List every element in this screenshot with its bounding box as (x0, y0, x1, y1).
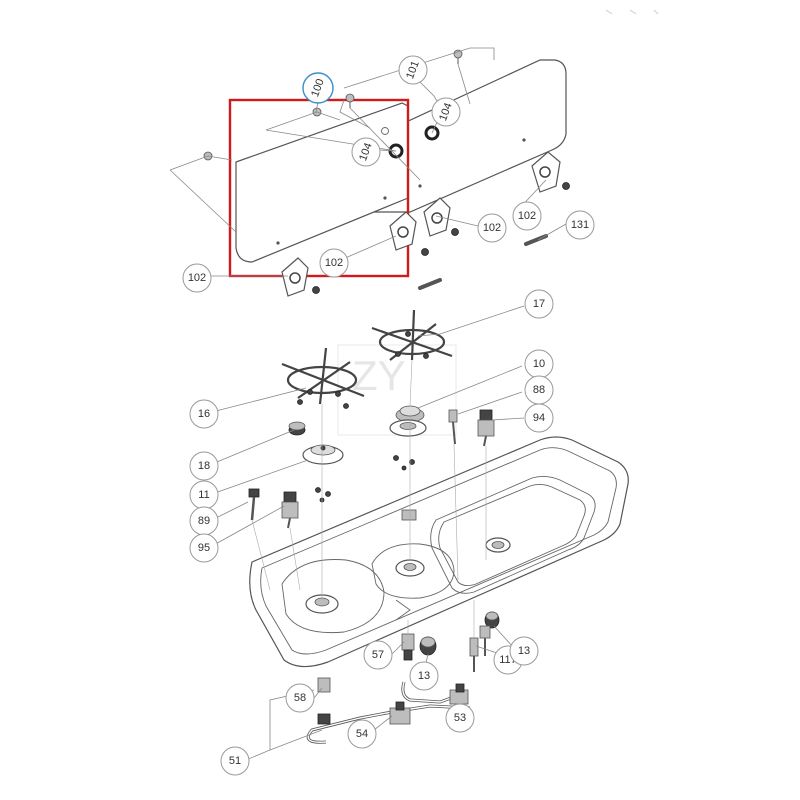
callout-102-mid[interactable]: 102 (319, 248, 349, 278)
grommet (424, 125, 440, 141)
callout-89[interactable]: 89 (189, 506, 219, 536)
callout-100-selected[interactable]: 100 (302, 72, 334, 104)
assembly-lines (169, 47, 495, 233)
svg-text:104: 104 (437, 101, 455, 122)
burner-screws (315, 455, 415, 503)
hinge (389, 211, 429, 256)
svg-text:13: 13 (418, 670, 430, 682)
pan-support-rear (371, 309, 453, 361)
igniter-electrode (281, 491, 299, 529)
callout-102-center[interactable]: 102 (477, 213, 507, 243)
callout-11[interactable]: 11 (189, 480, 219, 510)
callout-18[interactable]: 18 (189, 451, 219, 481)
callout-104-left[interactable]: 104 (351, 137, 381, 167)
corner-marks (605, 9, 659, 15)
svg-text:57: 57 (372, 649, 384, 661)
valve-stem (469, 637, 479, 672)
svg-text:58: 58 (294, 692, 306, 704)
callout-10[interactable]: 10 (524, 349, 554, 379)
callout-58[interactable]: 58 (285, 683, 315, 713)
callout-13-right[interactable]: 13 (509, 636, 539, 666)
callout-88[interactable]: 88 (524, 375, 554, 405)
callout-17[interactable]: 17 (524, 289, 554, 319)
callout-57[interactable]: 57 (363, 640, 393, 670)
svg-text:17: 17 (533, 298, 545, 310)
valve-body (389, 701, 411, 725)
control-knob (419, 636, 437, 656)
lid-hole (383, 196, 387, 200)
svg-text:10: 10 (533, 358, 545, 370)
svg-text:54: 54 (356, 728, 368, 740)
fitting (317, 677, 331, 725)
svg-text:51: 51 (229, 755, 241, 767)
burner-cap-rear (395, 405, 425, 423)
svg-text:102: 102 (518, 210, 536, 222)
svg-text:101: 101 (404, 59, 422, 80)
glass-lid-front (235, 102, 409, 263)
callout-53[interactable]: 53 (445, 703, 475, 733)
valve-body (449, 683, 469, 705)
lid-screw (345, 93, 355, 108)
svg-text:100: 100 (309, 77, 327, 98)
callout-131[interactable]: 131 (565, 210, 595, 240)
gas-valve (479, 625, 491, 656)
lid-hole (522, 138, 526, 142)
gas-valve (401, 633, 415, 661)
lid-screw (453, 49, 463, 64)
control-knob (484, 611, 500, 629)
svg-text:11: 11 (198, 489, 209, 501)
dashed-assembly-lines (251, 359, 487, 638)
burner-cap-front (288, 421, 306, 436)
svg-text:102: 102 (325, 257, 343, 269)
hinge (531, 151, 570, 193)
pan-support-front (281, 347, 365, 409)
svg-text:102: 102 (483, 222, 501, 234)
svg-text:89: 89 (198, 515, 210, 527)
svg-text:16: 16 (198, 408, 210, 420)
igniter-electrode (477, 409, 495, 447)
hinge-pin (418, 278, 442, 290)
svg-text:94: 94 (533, 412, 545, 424)
gas-tube (306, 704, 471, 744)
hinge (281, 257, 320, 297)
svg-text:102: 102 (188, 272, 206, 284)
burner-crown-rear (389, 419, 427, 437)
thermocouple (248, 488, 260, 521)
burner-crown-front (302, 444, 344, 465)
callout-16[interactable]: 16 (189, 399, 219, 429)
watermark-text: ZY (352, 352, 406, 399)
watermark-frame (337, 344, 457, 436)
callout-95[interactable]: 95 (189, 533, 219, 563)
lid-hole (418, 184, 422, 188)
thermocouple (448, 409, 458, 445)
svg-text:18: 18 (198, 460, 210, 472)
lid-hole (276, 241, 280, 245)
callout-102-right[interactable]: 102 (512, 201, 542, 231)
hob-sink-tray (249, 436, 629, 668)
callout-104-right[interactable]: 104 (431, 97, 461, 127)
lid-hole (381, 127, 389, 135)
svg-text:13: 13 (518, 645, 530, 657)
callout-13-left[interactable]: 13 (409, 661, 439, 691)
callout-94[interactable]: 94 (524, 403, 554, 433)
svg-text:104: 104 (357, 141, 375, 162)
svg-text:95: 95 (198, 542, 210, 554)
callout-51[interactable]: 51 (220, 746, 250, 776)
svg-text:88: 88 (533, 384, 545, 396)
svg-text:131: 131 (571, 219, 589, 231)
callout-54[interactable]: 54 (347, 719, 377, 749)
callout-102-left[interactable]: 102 (182, 263, 212, 293)
callout-101[interactable]: 101 (398, 55, 428, 85)
svg-text:53: 53 (454, 712, 466, 724)
